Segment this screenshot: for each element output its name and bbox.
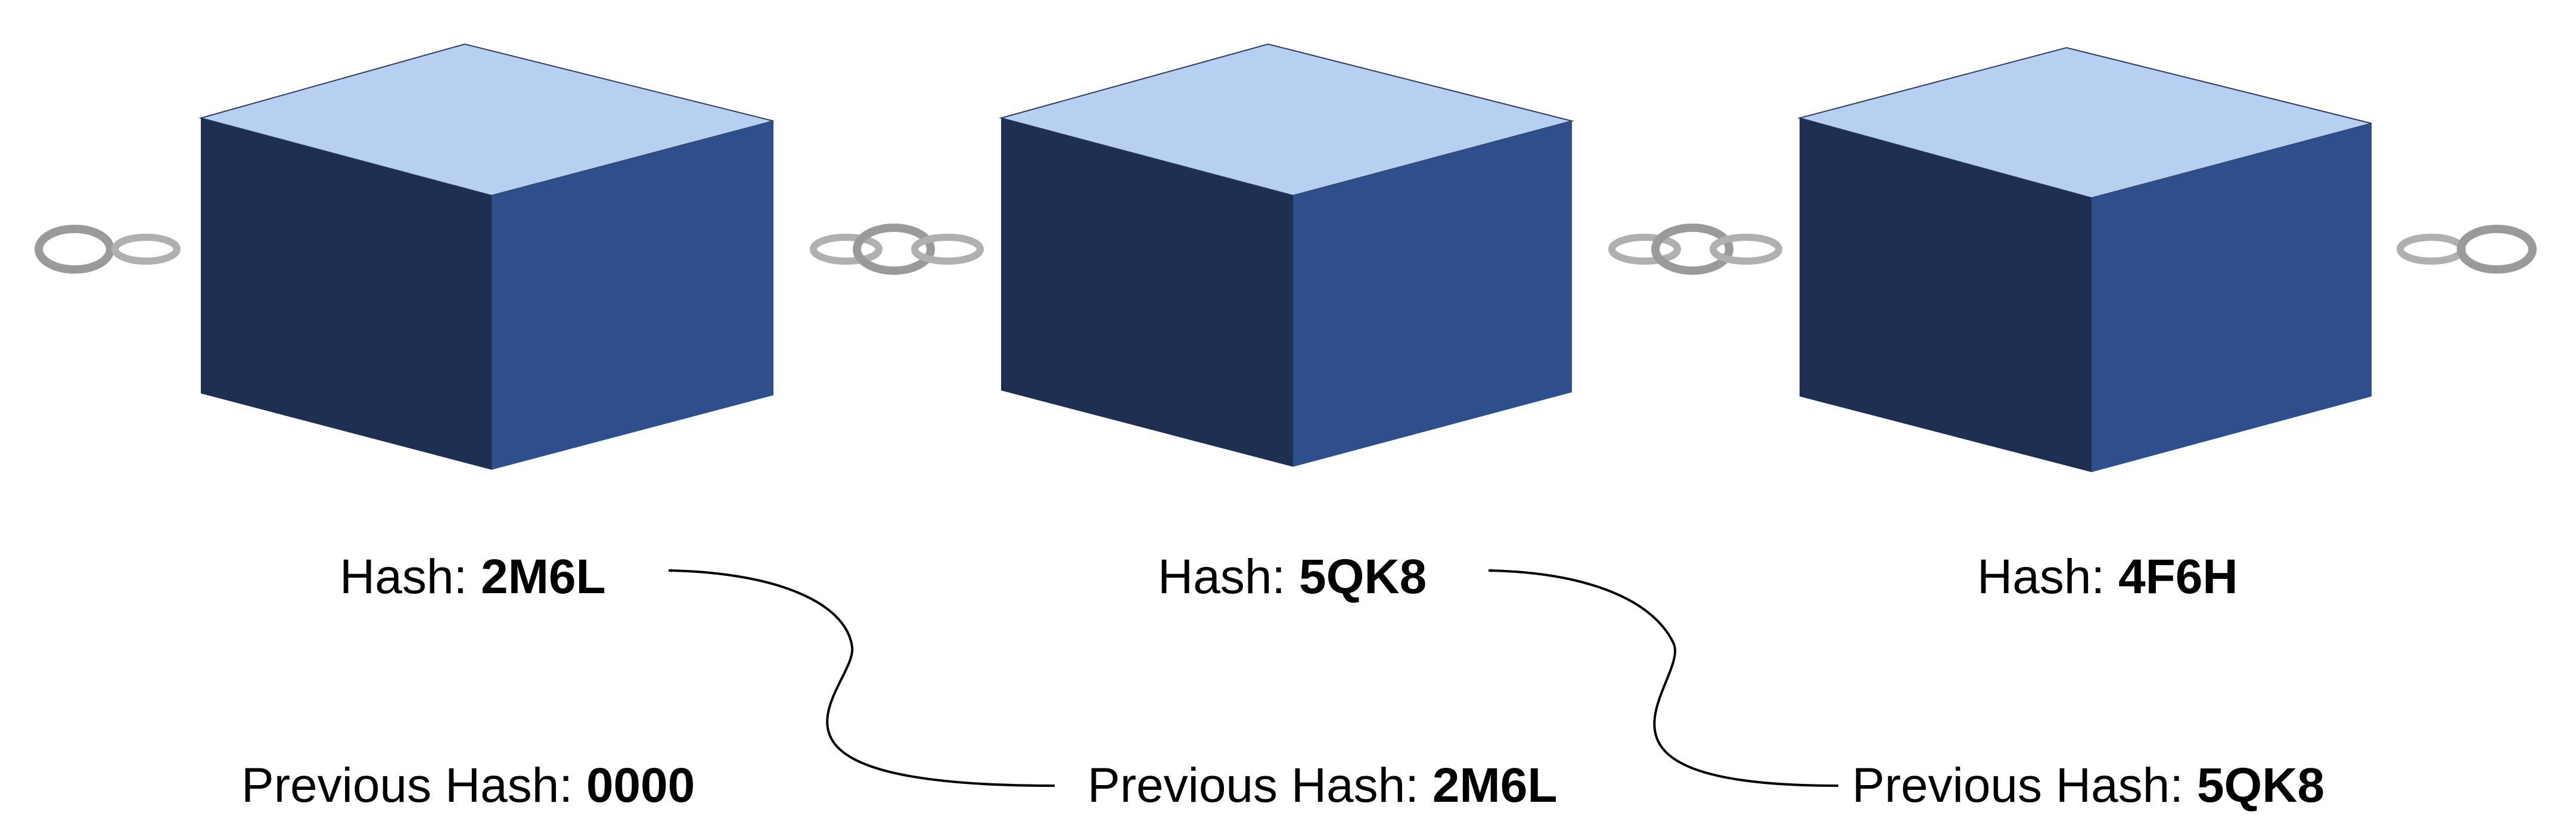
chain-left: [10, 225, 210, 274]
cube-left-face: [1001, 118, 1293, 467]
block-1-previous-hash: Previous Hash: 0000: [241, 758, 695, 813]
previous-hash-value: 2M6L: [1433, 758, 1558, 813]
link-arrow-2-to-1: [668, 569, 1055, 787]
hash-label: Hash:: [1158, 550, 1299, 604]
block-2-cube: [999, 43, 1574, 467]
chain-2-3: [1578, 224, 1806, 275]
block-1-hash: Hash: 2M6L: [340, 550, 606, 604]
block-2-hash: Hash: 5QK8: [1158, 550, 1427, 604]
block-1-cube: [198, 43, 774, 470]
block-3-previous-hash: Previous Hash: 5QK8: [1852, 758, 2325, 813]
block-3-cube: [1797, 46, 2372, 472]
previous-hash-label: Previous Hash:: [1852, 758, 2197, 813]
cube-right-face: [492, 121, 773, 470]
hash-label: Hash:: [1977, 550, 2118, 604]
hash-value: 2M6L: [481, 550, 606, 604]
link-arrow-3-to-2: [1488, 569, 1839, 787]
previous-hash-label: Previous Hash:: [241, 758, 586, 813]
chain-1-2: [779, 224, 1000, 275]
previous-hash-value: 5QK8: [2197, 758, 2325, 813]
cube-right-face: [1293, 121, 1572, 467]
previous-hash-label: Previous Hash:: [1087, 758, 1433, 813]
chain-right: [2373, 225, 2570, 274]
previous-hash-value: 0000: [586, 758, 695, 813]
hash-value: 5QK8: [1299, 550, 1427, 604]
hash-value: 4F6H: [2118, 550, 2238, 604]
cube-left-face: [201, 118, 492, 470]
block-3-hash: Hash: 4F6H: [1977, 550, 2238, 604]
block-2-previous-hash: Previous Hash: 2M6L: [1087, 758, 1557, 813]
cube-left-face: [1800, 118, 2092, 472]
hash-label: Hash:: [340, 550, 481, 604]
cube-right-face: [2092, 123, 2372, 472]
